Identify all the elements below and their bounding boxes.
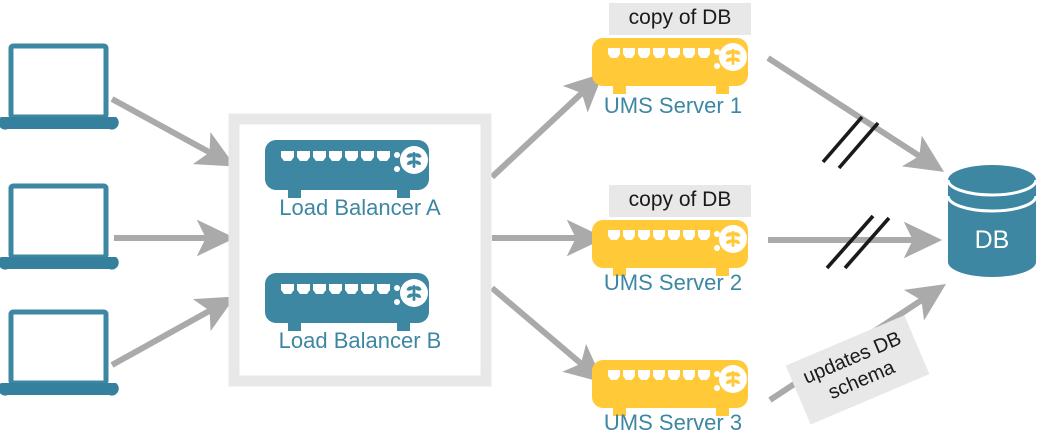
cut-marks-group [821, 115, 891, 270]
ums-server-3-label: UMS Server 3 [603, 410, 743, 435]
connector-client-3-to-lb [110, 296, 236, 368]
laptop-icon[interactable] [0, 183, 119, 270]
server-icon[interactable] [592, 360, 748, 416]
connector-lb-to-ums-3 [490, 285, 604, 383]
connector-client-1-to-lb [110, 96, 236, 167]
copy-of-db-badge: copy of DB [609, 3, 751, 35]
ums-badge-glyph [406, 152, 422, 168]
connector-lb-to-ums-1 [489, 73, 604, 180]
ums-server-1-label: UMS Server 1 [603, 93, 743, 118]
laptop-icon[interactable] [0, 309, 119, 396]
connector-ums-1-to-db [766, 55, 945, 172]
ums-badge-glyph [406, 285, 422, 301]
copy-of-db-badge: copy of DB [609, 185, 751, 217]
ums-server-2-label: UMS Server 2 [603, 270, 743, 295]
cut-mark-ums-2-a [825, 214, 875, 270]
cut-mark-ums-1-a [821, 115, 864, 164]
load-balancer-a-label: Load Balancer A [279, 195, 441, 220]
cut-mark-ums-2-b [843, 216, 891, 270]
database-label: DB [975, 226, 1010, 254]
ums-badge-glyph [725, 49, 741, 65]
database-cylinder-icon[interactable]: DB [946, 165, 1038, 277]
laptop-icon[interactable] [0, 43, 119, 130]
server-icon[interactable] [592, 220, 748, 276]
server-icon[interactable] [265, 273, 429, 331]
server-icon[interactable] [265, 140, 429, 198]
server-icon[interactable] [592, 38, 748, 94]
ums-badge-glyph [725, 371, 741, 387]
ums-badge-glyph [725, 231, 741, 247]
load-balancer-b-label: Load Balancer B [278, 328, 442, 353]
cut-mark-ums-1-b [837, 121, 880, 170]
client-laptops-group [0, 43, 119, 396]
